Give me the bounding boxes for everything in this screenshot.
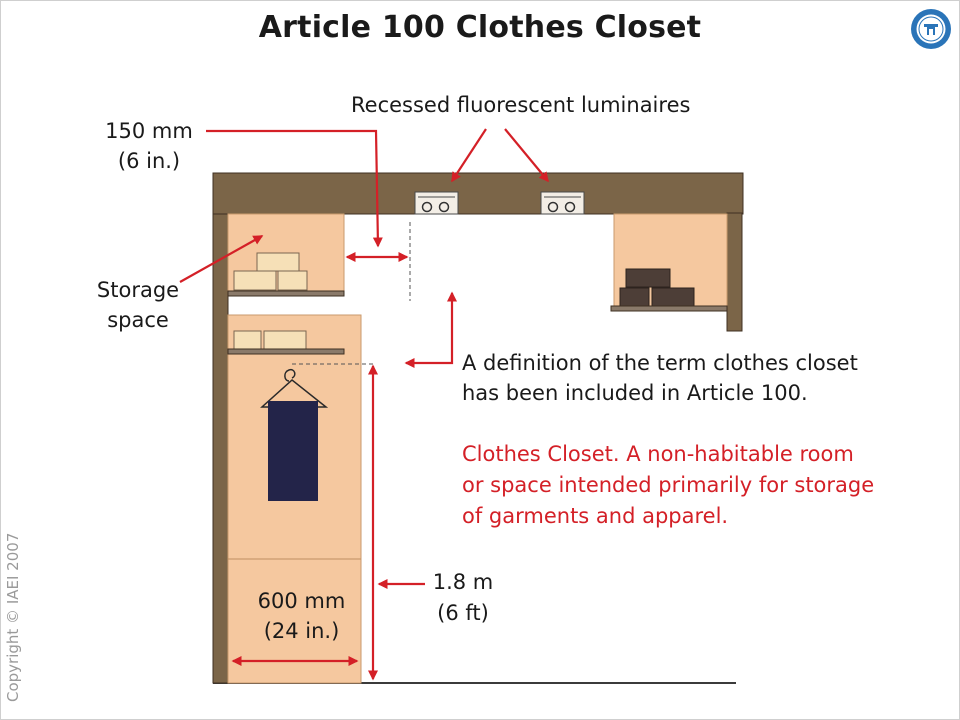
- iaei-logo: [911, 9, 951, 49]
- right-wall: [726, 212, 743, 332]
- shelf-right: [610, 305, 728, 312]
- label-closet-definition-line1: Clothes Closet. A non-habitable room: [462, 442, 854, 466]
- label-closet-definition-line2: or space intended primarily for storage: [462, 473, 875, 497]
- arrow-luminaire-left: [451, 128, 487, 183]
- garment-on-hanger: [260, 368, 329, 501]
- label-closet-definition-line3: of garments and apparel.: [462, 504, 729, 528]
- label-height-imperial: (6 ft): [437, 601, 489, 625]
- label-storage-line2: space: [107, 308, 169, 332]
- arrow-definition: [404, 291, 457, 368]
- label-width-value: 600 mm: [257, 589, 346, 613]
- label-definition-line1: A definition of the term clothes closet: [462, 351, 858, 375]
- shelf-lower: [227, 348, 345, 355]
- arrow-luminaire-right: [504, 128, 549, 183]
- shelf-upper: [227, 290, 345, 297]
- boxes-lower-shelf: [233, 330, 307, 350]
- ceiling-beam: [212, 172, 744, 215]
- label-definition-line2: has been included in Article 100.: [462, 381, 808, 405]
- luminaire-right: [540, 191, 585, 215]
- arrow-clearance-leader: [206, 129, 383, 248]
- arrow-storage: [179, 235, 264, 283]
- label-clearance-imperial: (6 in.): [117, 149, 181, 173]
- label-height-value: 1.8 m: [432, 570, 494, 594]
- page-title: Article 100 Clothes Closet: [258, 10, 702, 45]
- label-storage-line1: Storage: [96, 278, 180, 302]
- label-luminaires: Recessed fluorescent luminaires: [351, 93, 691, 117]
- label-width-imperial: (24 in.): [263, 619, 340, 643]
- label-clearance-value: 150 mm: [105, 119, 193, 143]
- boxes-upper-left: [233, 252, 308, 291]
- luminaire-left: [414, 191, 459, 215]
- boxes-upper-right: [619, 268, 695, 307]
- left-wall: [212, 212, 229, 684]
